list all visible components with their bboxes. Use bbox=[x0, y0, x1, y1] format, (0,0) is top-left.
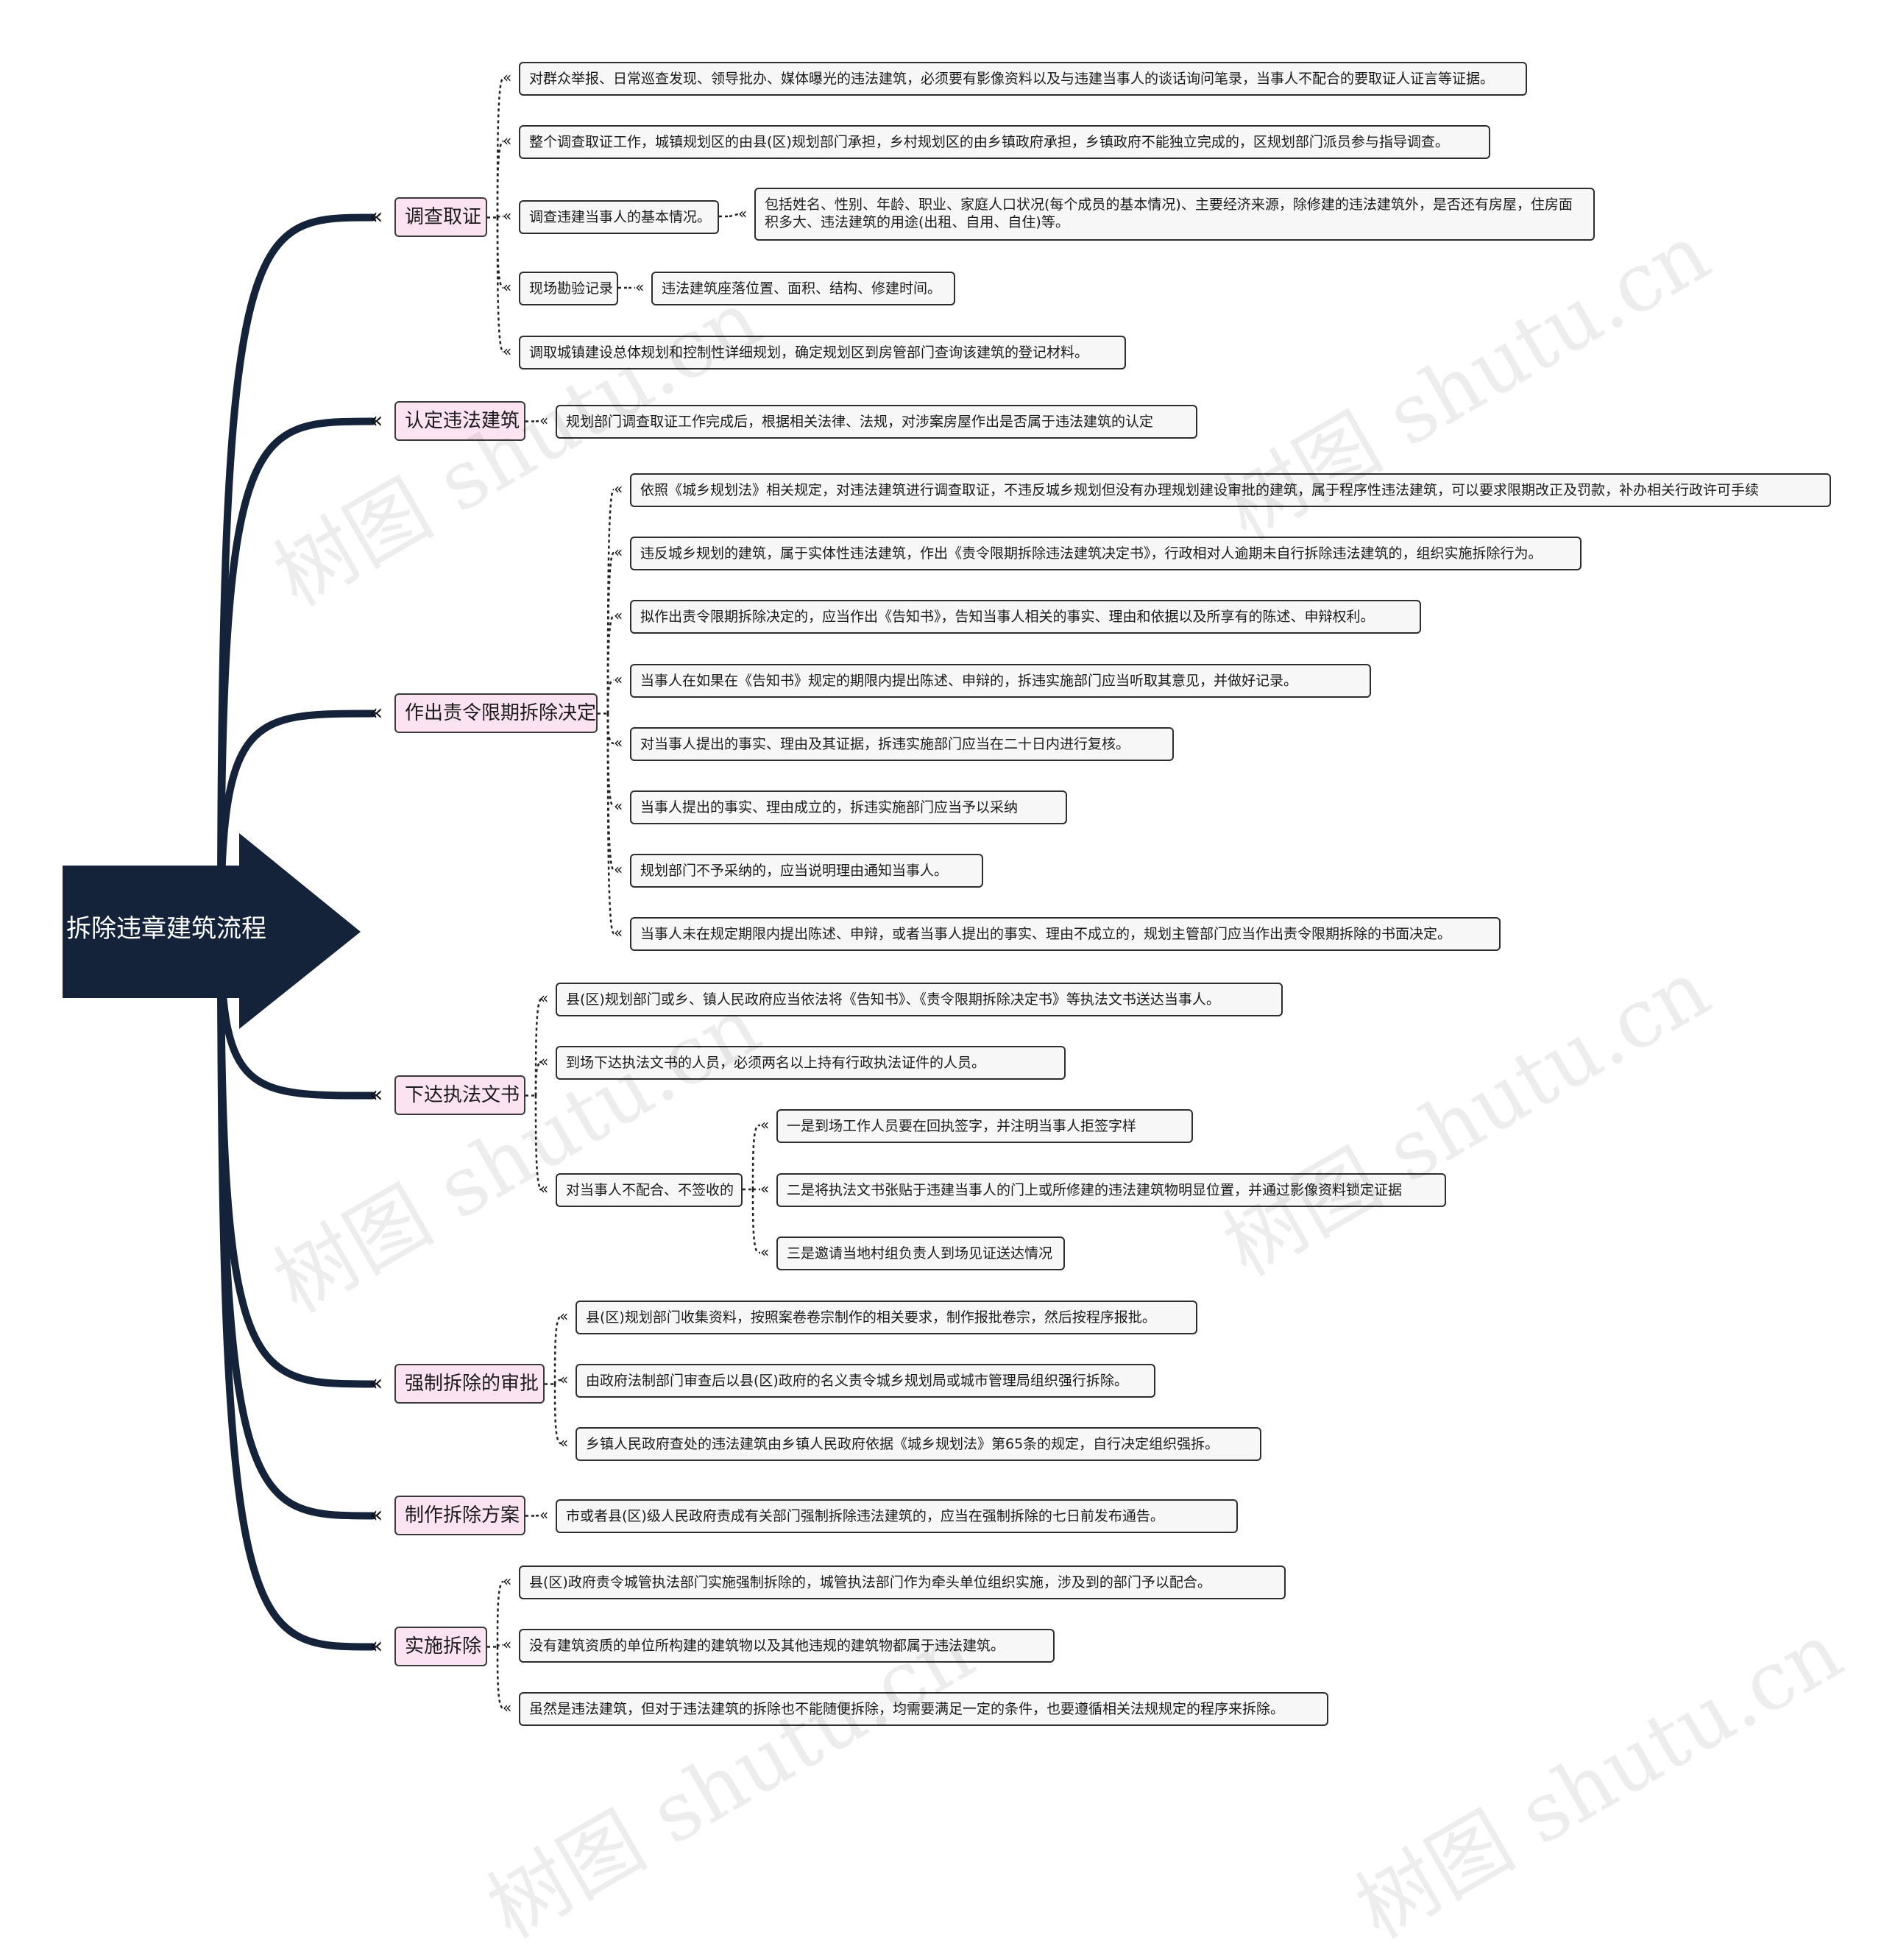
branch-3-item-4[interactable]: 当事人在如果在《告知书》规定的期限内提出陈述、申辩的，拆违实施部门应当听取其意见… bbox=[630, 664, 1371, 698]
branch-5-item-2[interactable]: 由政府法制部门审查后以县(区)政府的名义责令城乡规划局或城市管理局组织强行拆除。 bbox=[576, 1364, 1155, 1398]
branch-1-item-2[interactable]: 整个调查取证工作，城镇规划区的由县(区)规划部门承担，乡村规划区的由乡镇政府承担… bbox=[519, 125, 1490, 159]
branch-1-item-3[interactable]: 调查违建当事人的基本情况。 bbox=[519, 200, 719, 234]
child-chevron-icon: « bbox=[503, 278, 512, 296]
child-chevron-icon: « bbox=[539, 1506, 549, 1524]
mindmap-canvas bbox=[217, 77, 760, 1710]
branch-1-item-3-sub-1[interactable]: 包括姓名、性别、年龄、职业、家庭人口状况(每个成员的基本情况)、主要经济来源，除… bbox=[754, 188, 1595, 241]
branch-7-item-3[interactable]: 虽然是违法建筑，但对于违法建筑的拆除也不能随便拆除，均需要满足一定的条件，也要遵… bbox=[519, 1692, 1328, 1726]
sub-chevron-icon: « bbox=[738, 205, 748, 222]
branch-3-item-7[interactable]: 规划部门不予采纳的，应当说明理由通知当事人。 bbox=[630, 854, 983, 888]
child-chevron-icon: « bbox=[614, 924, 623, 941]
branch-3-item-1[interactable]: 依照《城乡规划法》相关规定，对违法建筑进行调查取证，不违反城乡规划但没有办理规划… bbox=[630, 473, 1831, 507]
branch-2-item-1[interactable]: 规划部门调查取证工作完成后，根据相关法律、法规，对涉案房屋作出是否属于违法建筑的… bbox=[556, 405, 1197, 439]
sub-chevron-icon: « bbox=[760, 1243, 770, 1261]
branch-1-title[interactable]: 调查取证 bbox=[394, 197, 487, 237]
branch-5-item-3[interactable]: 乡镇人民政府查处的违法建筑由乡镇人民政府依据《城乡规划法》第65条的规定，自行决… bbox=[576, 1427, 1261, 1461]
child-chevron-icon: « bbox=[503, 132, 512, 149]
child-chevron-icon: « bbox=[614, 860, 623, 878]
branch-5-title[interactable]: 强制拆除的审批 bbox=[394, 1364, 545, 1404]
child-chevron-icon: « bbox=[614, 606, 623, 624]
branch-chevron-icon: « bbox=[369, 699, 383, 726]
branch-4-item-2[interactable]: 到场下达执法文书的人员，必须两名以上持有行政执法证件的人员。 bbox=[556, 1046, 1066, 1080]
child-chevron-icon: « bbox=[539, 1180, 549, 1197]
branch-7-item-2[interactable]: 没有建筑资质的单位所构建的建筑物以及其他违规的建筑物都属于违法建筑。 bbox=[519, 1629, 1055, 1663]
branch-3-item-5[interactable]: 对当事人提出的事实、理由及其证据，拆违实施部门应当在二十日内进行复核。 bbox=[630, 727, 1174, 761]
branch-1-item-4[interactable]: 现场勘验记录 bbox=[519, 272, 618, 305]
branch-1-item-4-sub-1[interactable]: 违法建筑座落位置、面积、结构、修建时间。 bbox=[651, 272, 955, 305]
child-chevron-icon: « bbox=[503, 1572, 512, 1590]
branch-4-item-3[interactable]: 对当事人不配合、不签收的 bbox=[556, 1173, 743, 1207]
branch-4-title[interactable]: 下达执法文书 bbox=[394, 1075, 525, 1115]
child-chevron-icon: « bbox=[614, 543, 623, 561]
branch-chevron-icon: « bbox=[369, 1632, 383, 1659]
branch-3-item-8[interactable]: 当事人未在规定期限内提出陈述、申辩，或者当事人提出的事实、理由不成立的，规划主管… bbox=[630, 917, 1501, 951]
branch-3-item-3[interactable]: 拟作出责令限期拆除决定的，应当作出《告知书》，告知当事人相关的事实、理由和依据以… bbox=[630, 600, 1421, 634]
child-chevron-icon: « bbox=[614, 480, 623, 498]
branch-chevron-icon: « bbox=[369, 1501, 383, 1528]
branch-chevron-icon: « bbox=[369, 1370, 383, 1396]
branch-7-item-1[interactable]: 县(区)政府责令城管执法部门实施强制拆除的，城管执法部门作为牵头单位组织实施，涉… bbox=[519, 1565, 1286, 1599]
branch-3-item-2[interactable]: 违反城乡规划的建筑，属于实体性违法建筑，作出《责令限期拆除违法建筑决定书》，行政… bbox=[630, 537, 1582, 570]
branch-1-item-5[interactable]: 调取城镇建设总体规划和控制性详细规划，确定规划区到房管部门查询该建筑的登记材料。 bbox=[519, 336, 1126, 369]
child-chevron-icon: « bbox=[614, 671, 623, 688]
child-chevron-icon: « bbox=[503, 68, 512, 86]
branch-chevron-icon: « bbox=[369, 407, 383, 434]
child-chevron-icon: « bbox=[503, 207, 512, 224]
branch-3-item-6[interactable]: 当事人提出的事实、理由成立的，拆违实施部门应当予以采纳 bbox=[630, 790, 1067, 824]
sub-chevron-icon: « bbox=[760, 1180, 770, 1197]
root-node-shape[interactable] bbox=[0, 0, 1884, 1782]
branch-4-item-3-sub-2[interactable]: 二是将执法文书张贴于违建当事人的门上或所修建的违法建筑物明显位置，并通过影像资料… bbox=[776, 1173, 1446, 1207]
child-chevron-icon: « bbox=[503, 1699, 512, 1716]
child-chevron-icon: « bbox=[539, 411, 549, 429]
child-chevron-icon: « bbox=[614, 797, 623, 815]
child-chevron-icon: « bbox=[539, 1052, 549, 1070]
branch-chevron-icon: « bbox=[369, 203, 383, 230]
sub-chevron-icon: « bbox=[635, 278, 645, 296]
child-chevron-icon: « bbox=[503, 342, 512, 360]
branch-chevron-icon: « bbox=[369, 1081, 383, 1108]
child-chevron-icon: « bbox=[559, 1307, 569, 1325]
child-chevron-icon: « bbox=[539, 989, 549, 1007]
branch-3-title[interactable]: 作出责令限期拆除决定 bbox=[394, 693, 598, 733]
branch-6-title[interactable]: 制作拆除方案 bbox=[394, 1496, 525, 1535]
branch-4-item-3-sub-3[interactable]: 三是邀请当地村组负责人到场见证送达情况 bbox=[776, 1237, 1065, 1270]
child-chevron-icon: « bbox=[614, 734, 623, 751]
branch-2-title[interactable]: 认定违法建筑 bbox=[394, 401, 525, 441]
child-chevron-icon: « bbox=[503, 1635, 512, 1653]
branch-7-title[interactable]: 实施拆除 bbox=[394, 1627, 487, 1666]
child-chevron-icon: « bbox=[559, 1434, 569, 1451]
sub-chevron-icon: « bbox=[760, 1116, 770, 1133]
root-node-label: 拆除违章建筑流程 bbox=[66, 914, 266, 944]
branch-1-item-1[interactable]: 对群众举报、日常巡查发现、领导批办、媒体曝光的违法建筑，必须要有影像资料以及与违… bbox=[519, 62, 1527, 96]
branch-4-item-1[interactable]: 县(区)规划部门或乡、镇人民政府应当依法将《告知书》、《责令限期拆除决定书》等执… bbox=[556, 983, 1283, 1016]
branch-5-item-1[interactable]: 县(区)规划部门收集资料，按照案卷卷宗制作的相关要求，制作报批卷宗，然后按程序报… bbox=[576, 1301, 1197, 1334]
branch-6-item-1[interactable]: 市或者县(区)级人民政府责成有关部门强制拆除违法建筑的，应当在强制拆除的七日前发… bbox=[556, 1499, 1238, 1533]
branch-4-item-3-sub-1[interactable]: 一是到场工作人员要在回执签字，并注明当事人拒签字样 bbox=[776, 1109, 1193, 1143]
child-chevron-icon: « bbox=[559, 1370, 569, 1388]
